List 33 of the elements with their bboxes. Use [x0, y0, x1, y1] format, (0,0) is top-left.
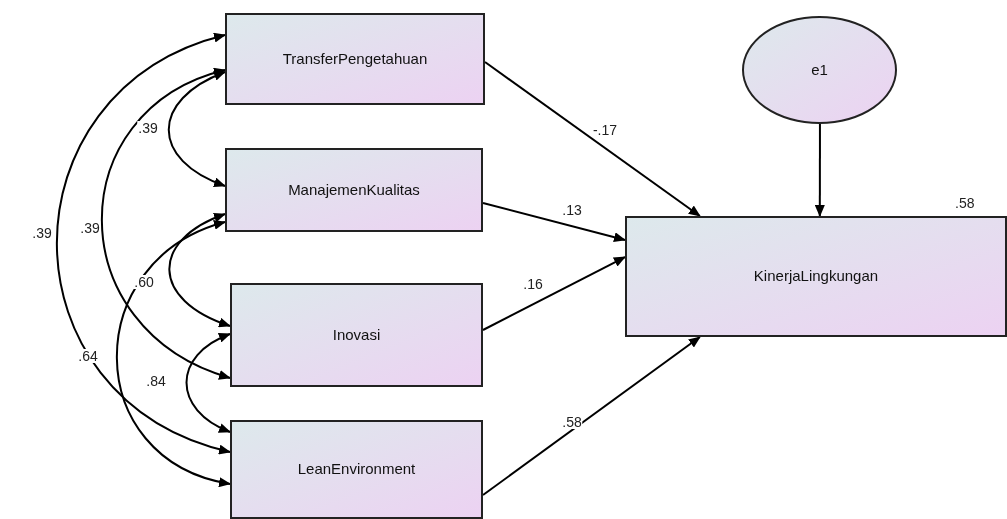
variable-name: Inovasi — [332, 324, 381, 345]
coefficient-label: .13 — [561, 203, 583, 217]
variable-box — [230, 420, 483, 519]
coefficient-label: .16 — [522, 277, 544, 291]
covariance-arrow — [100, 69, 231, 379]
coefficient-label: -.17 — [591, 123, 619, 137]
variable-box — [625, 216, 1007, 337]
coefficient-label: .39 — [79, 221, 101, 235]
path-arrow — [482, 202, 626, 243]
coefficient-label: .39 — [31, 226, 53, 240]
variable-name: TransferPengetahuan — [282, 48, 428, 69]
variable-box — [230, 283, 483, 387]
covariance-arrow — [115, 221, 231, 486]
coefficient-label: .64 — [77, 349, 99, 363]
r-squared-value: .58 — [955, 196, 975, 210]
covariance-arrow — [167, 70, 226, 187]
covariance-arrow — [168, 213, 231, 327]
coefficient-label: .58 — [561, 415, 583, 429]
variable-box — [225, 148, 483, 232]
variable-name: LeanEnvironment — [297, 459, 416, 480]
covariance-arrow — [185, 332, 231, 433]
covariance-arrow — [55, 34, 231, 454]
coefficient-label: .60 — [133, 275, 155, 289]
variable-name: e1 — [811, 59, 828, 80]
variable-name: KinerjaLingkungan — [753, 266, 879, 287]
coefficient-label: .84 — [145, 374, 167, 388]
path-arrow — [814, 123, 825, 217]
path-arrow — [482, 336, 701, 497]
variable-name: ManajemenKualitas — [288, 179, 420, 200]
variable-box — [225, 13, 485, 105]
path-arrow — [482, 256, 626, 331]
path-arrow — [484, 61, 701, 217]
coefficient-label: .39 — [137, 121, 159, 135]
